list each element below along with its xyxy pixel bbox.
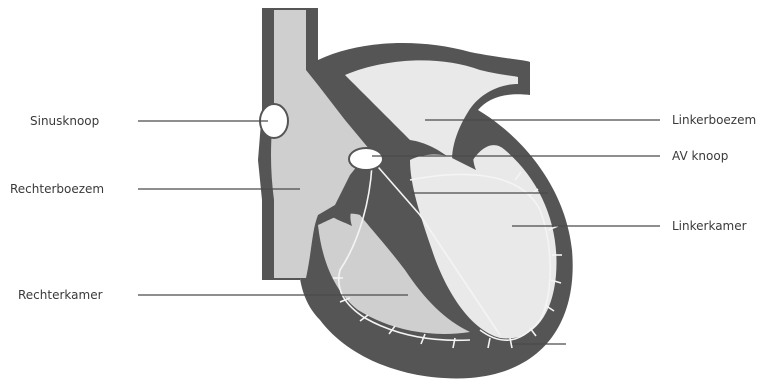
sinusknoop-label: Sinusknoop bbox=[30, 114, 99, 128]
rechterboezem-label: Rechterboezem bbox=[10, 182, 104, 196]
av-node-shape bbox=[349, 148, 383, 170]
linkerboezem-label: Linkerboezem bbox=[672, 113, 756, 127]
rechterkamer-label: Rechterkamer bbox=[18, 288, 103, 302]
av-knoop-label: AV knoop bbox=[672, 149, 728, 163]
linkerkamer-label: Linkerkamer bbox=[672, 219, 747, 233]
